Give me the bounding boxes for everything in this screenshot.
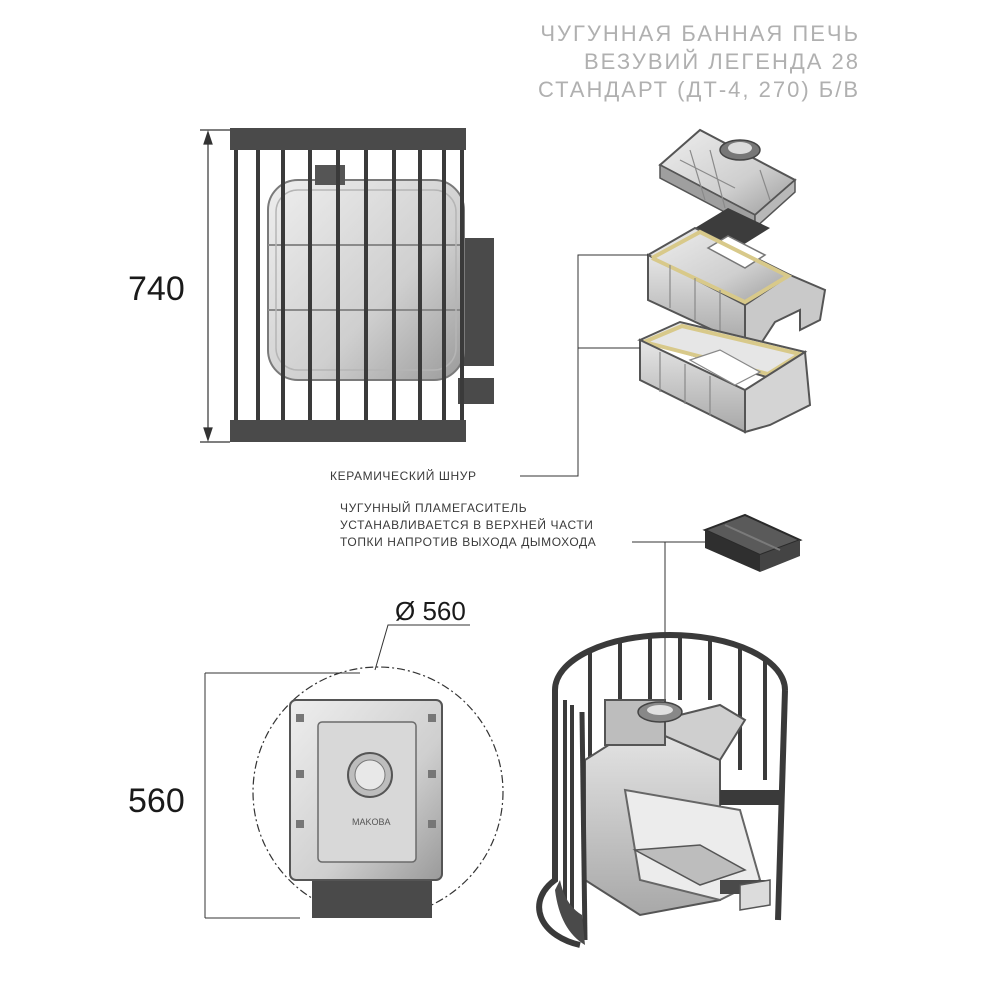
product-title: ЧУГУННАЯ БАННАЯ ПЕЧЬ ВЕЗУВИЙ ЛЕГЕНДА 28 … <box>538 20 860 104</box>
frame-top-bar <box>230 128 466 150</box>
assembled-view <box>536 632 788 948</box>
top-view-firebox-door <box>312 878 432 918</box>
top-view-brand-label: MAKOBA <box>352 817 391 827</box>
gasket-plate <box>695 208 770 248</box>
title-line-2: ВЕЗУВИЙ ЛЕГЕНДА 28 <box>583 49 860 74</box>
assembled-frame-left-edge <box>536 690 581 948</box>
height-dimension-line <box>200 129 230 443</box>
flame-arrester-part <box>632 513 803 730</box>
frame-vertical-bars <box>234 150 464 420</box>
front-view <box>200 128 494 443</box>
lower-body-part <box>637 320 812 434</box>
assembled-stove-body <box>584 699 780 917</box>
flame-arrester-line-1: ЧУГУННЫЙ ПЛАМЕГАСИТЕЛЬ <box>340 501 528 515</box>
ceramic-cord-label: КЕРАМИЧЕСКИЙ ШНУР <box>330 469 477 483</box>
top-view: MAKOBA <box>204 624 504 919</box>
title-line-3: СТАНДАРТ (ДТ-4, 270) Б/В <box>537 77 860 102</box>
flame-arrester-line-2: УСТАНАВЛИВАЕТСЯ В ВЕРХНЕЙ ЧАСТИ <box>340 518 594 532</box>
upper-body-part <box>645 226 827 347</box>
assembled-frame-top-ring <box>552 632 788 691</box>
flame-arrester-line-3: ТОПКИ НАПРОТИВ ВЫХОДА ДЫМОХОДА <box>340 535 597 549</box>
assembled-frame-right-edge <box>775 689 788 921</box>
flame-arrester-note: ЧУГУННЫЙ ПЛАМЕГАСИТЕЛЬ УСТАНАВЛИВАЕТСЯ В… <box>340 500 596 551</box>
depth-dimension-label: 560 <box>128 782 185 820</box>
frame-bottom-bar <box>230 420 466 442</box>
diameter-leader <box>374 624 470 671</box>
exploded-view <box>520 128 827 477</box>
height-dimension-label: 740 <box>128 270 185 308</box>
title-line-1: ЧУГУННАЯ БАННАЯ ПЕЧЬ <box>540 21 860 46</box>
diameter-dimension-label: Ø 560 <box>395 596 466 626</box>
ceramic-cord-leader <box>520 254 648 477</box>
